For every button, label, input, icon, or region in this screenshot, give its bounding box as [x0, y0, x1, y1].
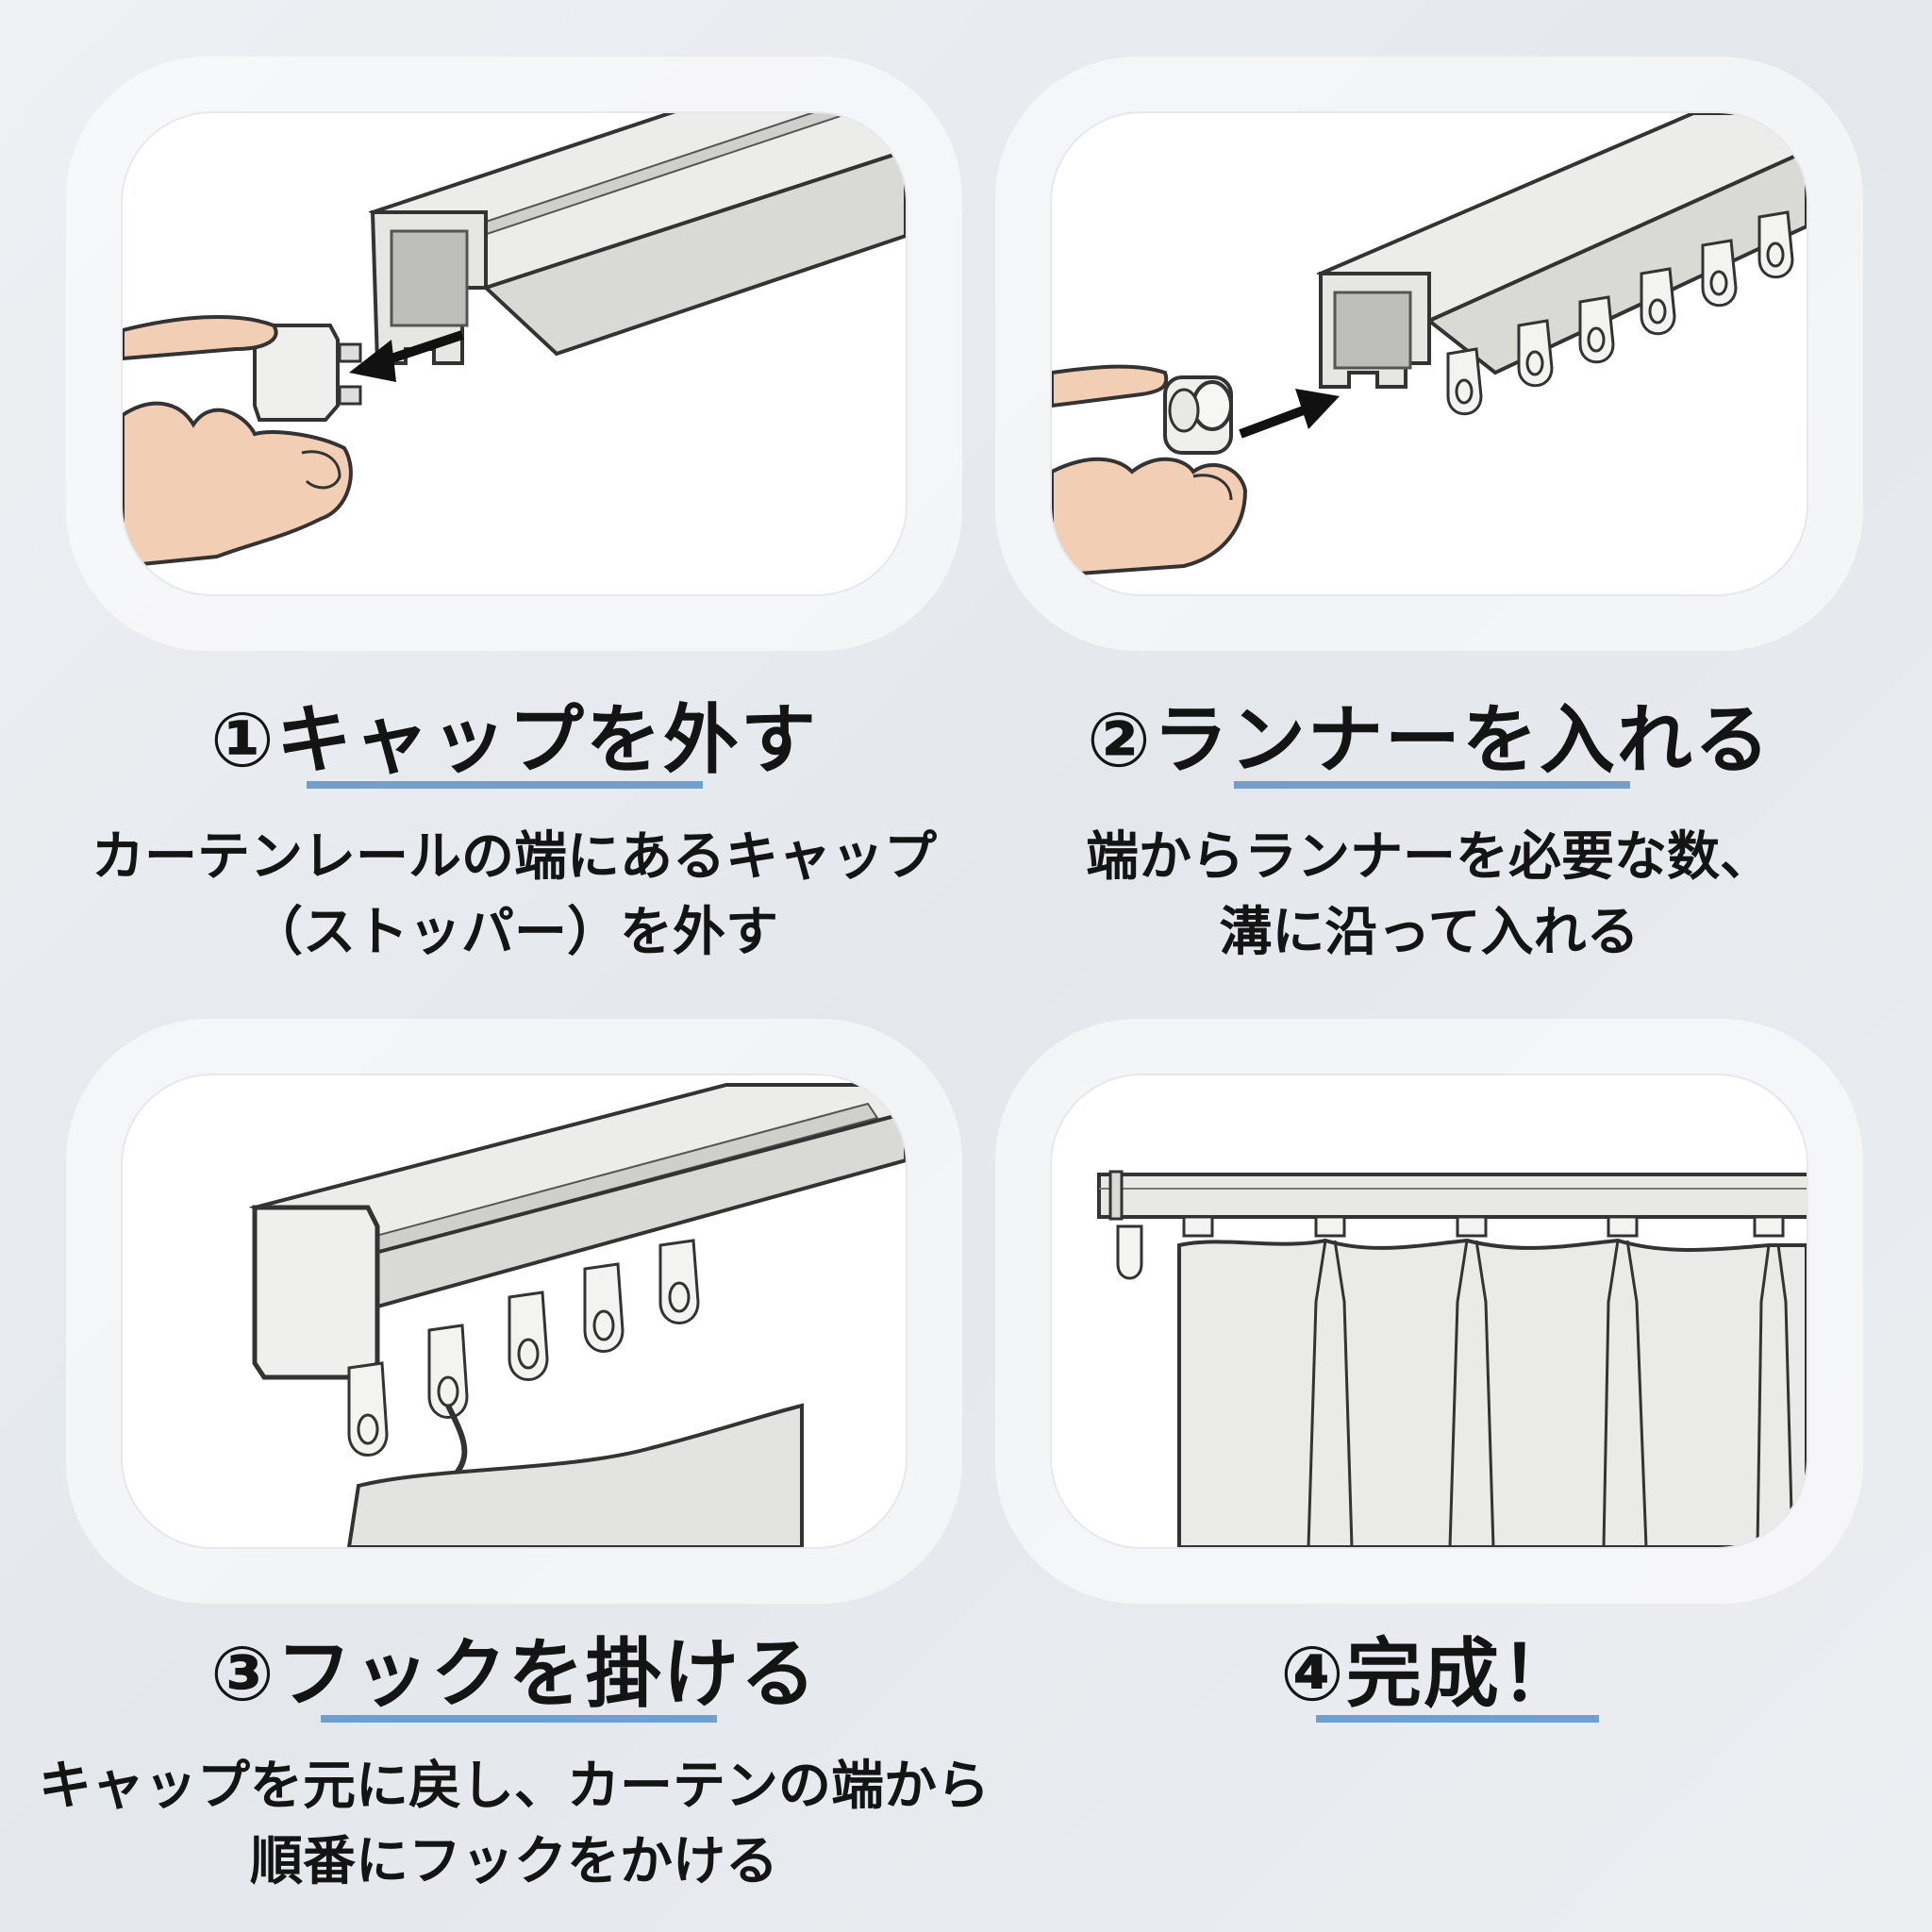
- completed-curtain-illustration: [1097, 1170, 1807, 1547]
- step-3-desc-line-1: キャップを元に戻し、カーテンの端から: [39, 1756, 990, 1817]
- step-1-title-underline: [307, 781, 703, 789]
- step-3-illustration: [123, 1075, 906, 1547]
- step-3-title-underline: [321, 1715, 717, 1723]
- step-2-illustration: [1052, 113, 1807, 594]
- remove-cap-illustration: [123, 113, 906, 569]
- step-4-title: ④完成！: [1280, 1630, 1578, 1718]
- hang-hook-illustration: [248, 1083, 906, 1547]
- step-2-title: ②ランナーを入れる: [1087, 696, 1772, 784]
- step-4-illustration: [1052, 1075, 1807, 1547]
- step-3-desc-line-2: 順番にフックをかける: [250, 1831, 778, 1892]
- step-2-desc-line-1: 端からランナーを必要な数、: [1086, 826, 1773, 888]
- step-4-title-underline: [1316, 1715, 1599, 1723]
- step-1-desc-line-2: （ストッパー）を外す: [250, 902, 778, 963]
- step-1-title: ①キャップを外す: [210, 696, 818, 784]
- step-1-illustration: [123, 113, 906, 594]
- step-3-title: ③フックを掛ける: [210, 1630, 818, 1718]
- insert-runner-illustration: [1052, 113, 1807, 578]
- step-1-desc-line-1: カーテンレールの端にあるキャップ: [92, 826, 937, 888]
- step-2-title-underline: [1234, 781, 1630, 789]
- step-2-desc-line-2: 溝に沿って入れる: [1219, 902, 1640, 963]
